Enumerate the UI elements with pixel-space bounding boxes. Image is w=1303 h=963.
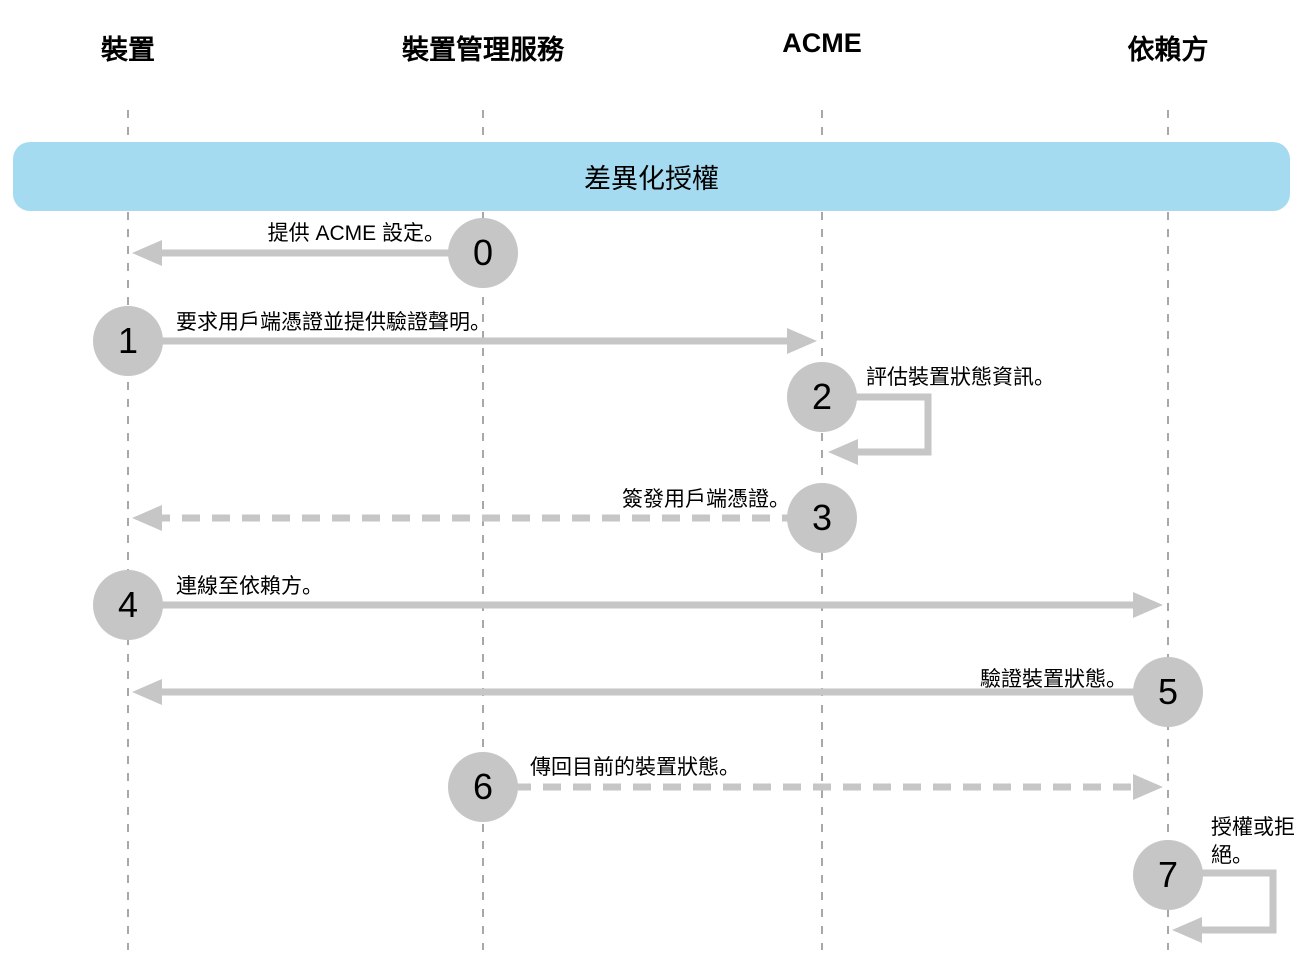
arrow-step-2-head-icon <box>828 439 858 465</box>
arrow-step-4-head-icon <box>1133 592 1163 618</box>
banner-differentiated-authorization: 差異化授權 <box>13 142 1290 211</box>
actor-label-device: 裝置 <box>101 35 155 65</box>
arrow-step-5-head-icon <box>132 679 162 705</box>
arrow-step-0 <box>132 240 483 266</box>
arrow-step-6-head-icon <box>1133 774 1163 800</box>
step-1-badge: 1 <box>93 306 163 376</box>
step-0-badge: 0 <box>448 218 518 288</box>
step-2-label: 評估裝置狀態資訊。 <box>866 366 1055 389</box>
arrow-step-2-self-loop <box>828 393 932 465</box>
actor-label-acme: ACME <box>782 28 862 58</box>
arrow-step-1 <box>128 328 817 354</box>
step-3-badge: 3 <box>787 483 857 553</box>
arrow-step-0-head-icon <box>132 240 162 266</box>
arrow-step-4 <box>128 592 1163 618</box>
arrow-step-1-head-icon <box>787 328 817 354</box>
actor-label-relying-party: 依賴方 <box>1127 35 1209 65</box>
arrow-step-3 <box>132 505 800 531</box>
step-4-badge: 4 <box>93 570 163 640</box>
step-5-number: 5 <box>1157 671 1179 712</box>
arrow-step-7-self-loop <box>1172 869 1277 943</box>
step-4-label: 連線至依賴方。 <box>176 575 323 598</box>
step-0-number: 0 <box>472 232 494 273</box>
step-7-label: 授權或拒絕。 <box>1211 816 1295 868</box>
step-3-label: 簽發用戶端憑證。 <box>622 488 790 511</box>
step-1-label: 要求用戶端憑證並提供驗證聲明。 <box>176 311 491 334</box>
arrow-step-7-head-icon <box>1172 917 1202 943</box>
step-2-number: 2 <box>811 376 833 417</box>
step-1-number: 1 <box>117 320 139 361</box>
actor-label-mdm-service: 裝置管理服務 <box>402 35 564 65</box>
arrow-step-3-head-icon <box>132 505 162 531</box>
step-6-number: 6 <box>472 766 494 807</box>
step-5-label: 驗證裝置狀態。 <box>980 668 1127 691</box>
step-2-badge: 2 <box>787 362 857 432</box>
step-5-badge: 5 <box>1133 657 1203 727</box>
step-3-number: 3 <box>811 497 833 538</box>
banner-title: 差異化授權 <box>584 164 719 194</box>
arrow-step-5 <box>132 679 1168 705</box>
step-6-badge: 6 <box>448 752 518 822</box>
arrow-step-6 <box>483 774 1163 800</box>
arrow-step-2-line <box>850 393 932 456</box>
step-4-number: 4 <box>117 584 139 625</box>
step-7-badge: 7 <box>1133 840 1203 910</box>
arrow-step-7-line <box>1196 869 1277 934</box>
step-7-number: 7 <box>1157 854 1179 895</box>
step-6-label: 傳回目前的裝置狀態。 <box>530 756 740 779</box>
step-0-label: 提供 ACME 設定。 <box>267 222 445 245</box>
